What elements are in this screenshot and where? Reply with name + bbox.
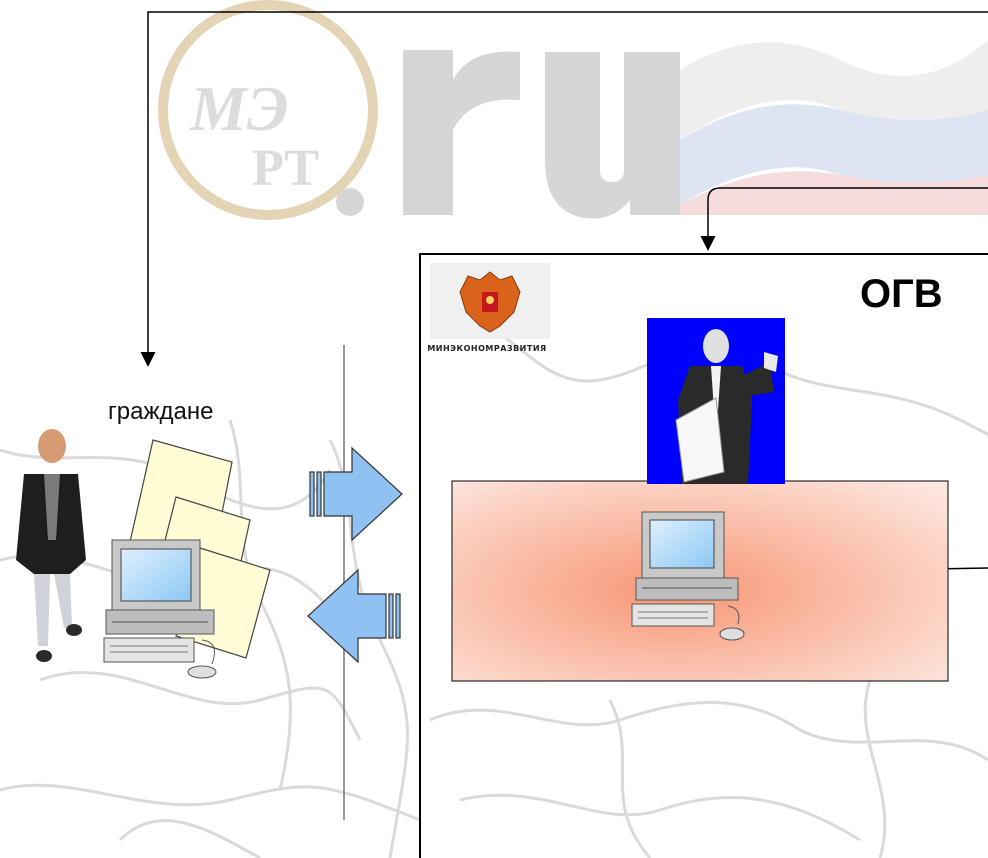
svg-text:МЭ: МЭ <box>189 73 289 144</box>
emblem-icon <box>430 263 550 339</box>
arrow-left-icon <box>307 568 401 664</box>
watermark-logo: МЭ РТ <box>158 0 988 220</box>
ogv-label: ОГВ <box>860 272 943 316</box>
emblem-caption: МИНЭКОНОМРАЗВИТИЯ <box>427 344 547 353</box>
citizens-label: граждане <box>108 398 214 425</box>
connector-ogv <box>700 187 988 251</box>
arrow-right-icon <box>309 446 403 542</box>
official-icon <box>647 318 785 484</box>
citizen-computer-icon <box>103 539 217 679</box>
connector-citizens <box>140 11 988 367</box>
computer-icon <box>631 511 745 641</box>
person-icon <box>16 429 86 662</box>
svg-text:РТ: РТ <box>252 140 319 197</box>
ogv-frame <box>419 253 988 858</box>
